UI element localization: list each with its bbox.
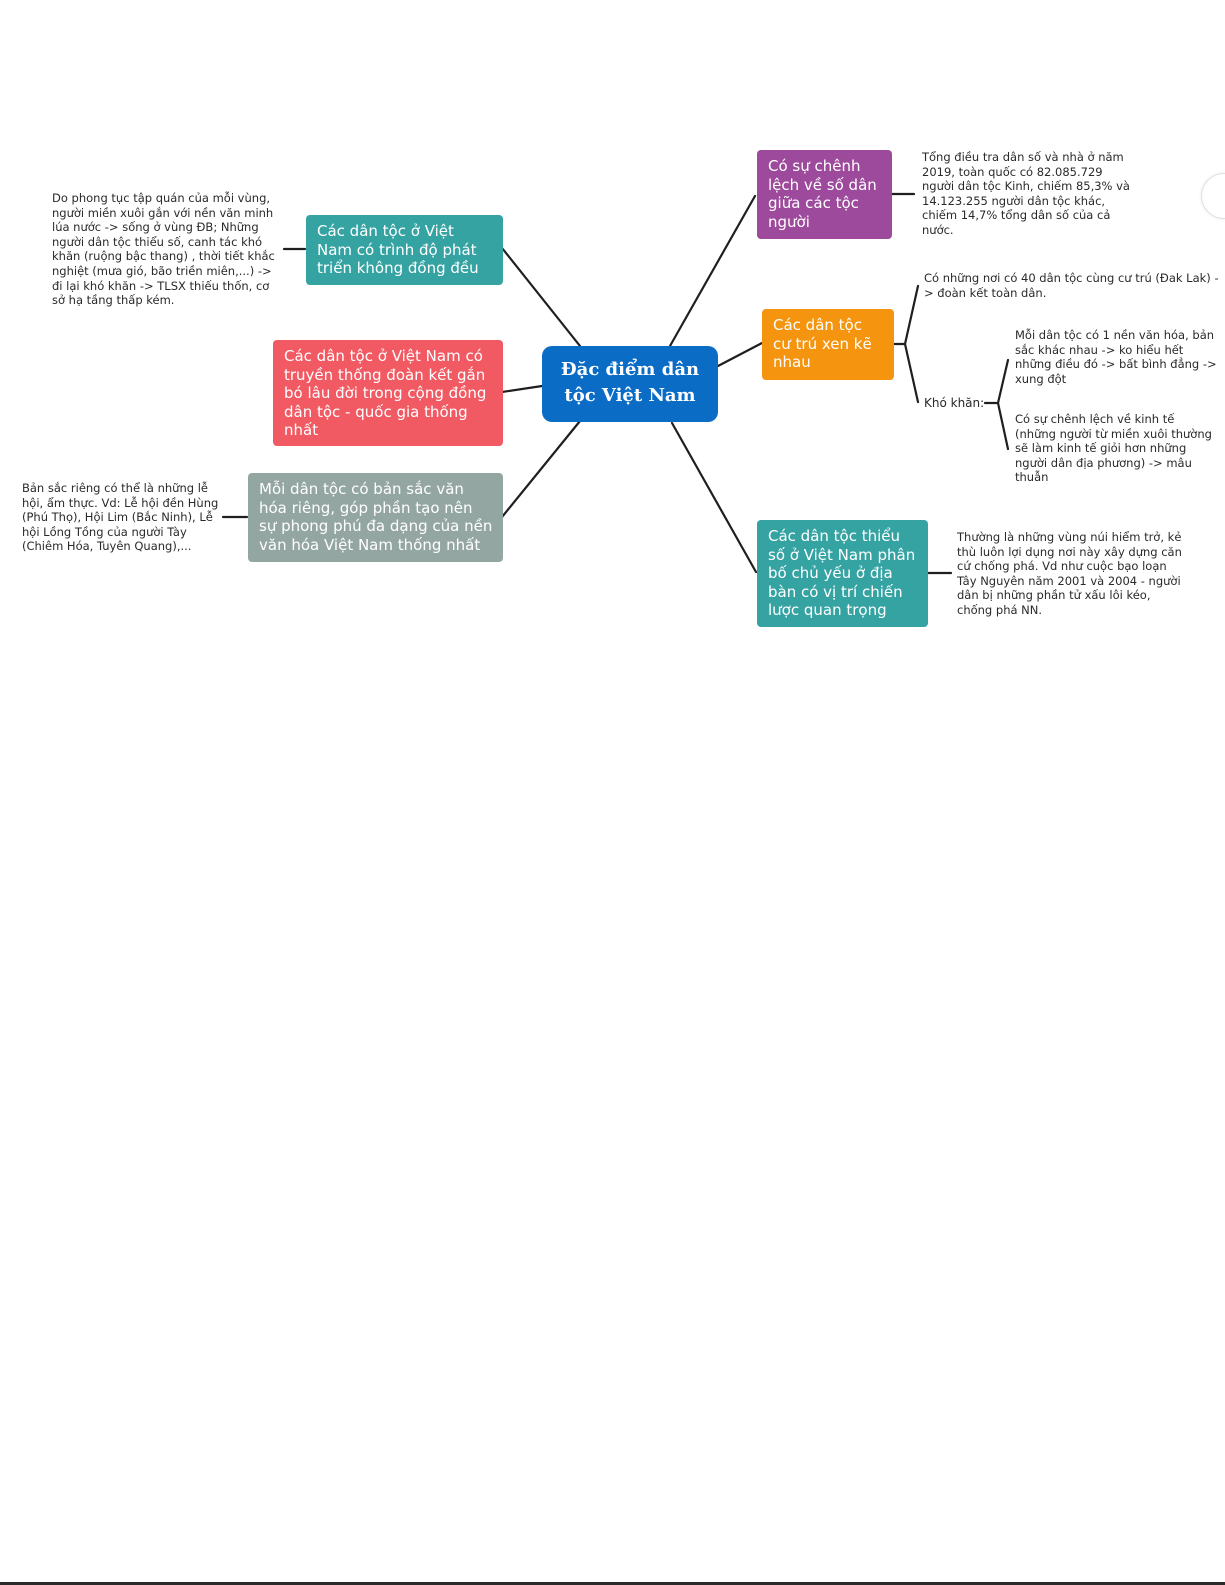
- branch-unity-tradition[interactable]: Các dân tộc ở Việt Nam có truyền thống đ…: [273, 340, 503, 446]
- connector-central-culture: [500, 419, 582, 519]
- connector-central-population: [668, 194, 757, 348]
- note-uneven-development: Do phong tục tập quán của mỗi vùng, ngườ…: [52, 191, 275, 308]
- note-residence-unity: Có những nơi có 40 dân tộc cùng cư trú (…: [924, 271, 1219, 300]
- label-difficulties: Khó khăn:: [924, 396, 985, 410]
- scroll-handle[interactable]: [1201, 173, 1225, 219]
- note-population-gap: Tổng điều tra dân số và nhà ở năm 2019, …: [922, 150, 1130, 237]
- connector-central-development: [500, 246, 582, 348]
- connector-difficulty-fork: [996, 358, 1010, 451]
- note-difficulty-economy: Có sự chênh lệch về kinh tế (những người…: [1015, 412, 1212, 485]
- branch-population-gap[interactable]: Có sự chênh lệch về số dân giữa các tộc …: [757, 150, 892, 239]
- connector-central-residence: [716, 341, 764, 368]
- branch-cultural-identity[interactable]: Mỗi dân tộc có bản sắc văn hóa riêng, gó…: [248, 473, 503, 562]
- branch-strategic-location[interactable]: Các dân tộc thiểu số ở Việt Nam phân bố …: [757, 520, 928, 627]
- note-cultural-identity: Bản sắc riêng có thể là những lễ hội, ẩm…: [22, 481, 219, 554]
- connector-residence-fork: [903, 284, 920, 404]
- note-difficulty-culture: Mỗi dân tộc có 1 nền văn hóa, bản sắc kh…: [1015, 328, 1217, 386]
- branch-uneven-development[interactable]: Các dân tộc ở Việt Nam có trình độ phát …: [306, 215, 503, 285]
- central-topic[interactable]: Đặc điểm dân tộc Việt Nam: [542, 346, 718, 422]
- branch-mixed-residence[interactable]: Các dân tộc cư trú xen kẽ nhau: [762, 309, 894, 380]
- connector-central-unity: [500, 384, 544, 394]
- note-strategic-location: Thường là những vùng núi hiểm trở, kẻ th…: [957, 530, 1182, 617]
- connector-central-strategic: [670, 421, 758, 574]
- page-bottom-border: [0, 1582, 1225, 1585]
